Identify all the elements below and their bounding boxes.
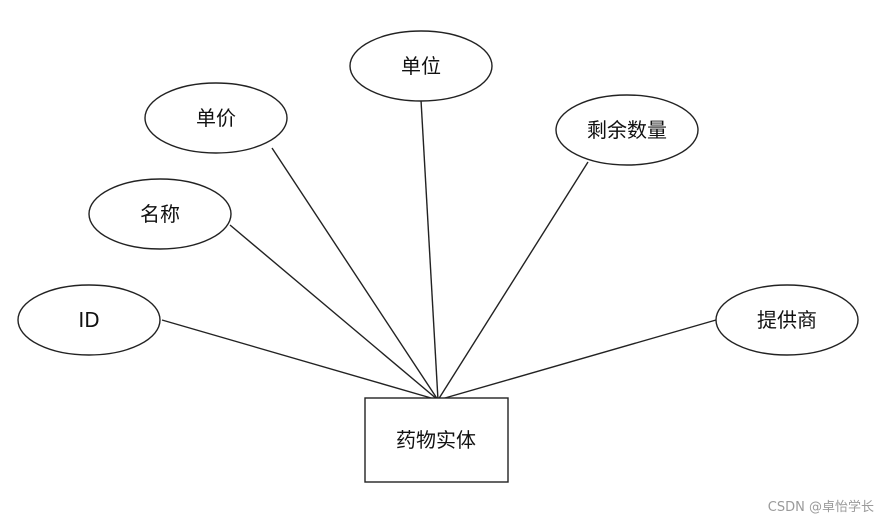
connector-id: [161, 319, 439, 401]
attribute-stock-ellipse: [555, 94, 699, 166]
attribute-name-ellipse: [88, 178, 232, 250]
attribute-id-label: ID: [78, 308, 99, 332]
attribute-name-label: 名称: [140, 202, 180, 226]
connector-unit: [420, 99, 439, 401]
connector-supplier: [437, 319, 717, 401]
connector-stock: [437, 161, 589, 401]
attribute-id-ellipse: [17, 284, 161, 356]
watermark: CSDN @卓怡学长: [768, 499, 874, 515]
attribute-supplier-label: 提供商: [757, 308, 817, 332]
attribute-price: 单价: [144, 82, 288, 154]
attribute-supplier: 提供商: [715, 284, 859, 356]
connector-name: [229, 224, 439, 401]
attribute-unit: 单位: [349, 30, 493, 102]
connector-price: [271, 147, 439, 401]
attribute-stock: 剩余数量: [555, 94, 699, 166]
entity-drug: 药物实体: [364, 397, 509, 483]
attribute-id: ID: [17, 284, 161, 356]
attribute-price-label: 单价: [196, 106, 236, 130]
entity-drug-box: [364, 397, 509, 483]
attribute-name: 名称: [88, 178, 232, 250]
attribute-unit-label: 单位: [401, 54, 441, 78]
attribute-stock-label: 剩余数量: [587, 118, 667, 142]
entity-drug-label: 药物实体: [396, 428, 476, 452]
attribute-supplier-ellipse: [715, 284, 859, 356]
attribute-price-ellipse: [144, 82, 288, 154]
attribute-unit-ellipse: [349, 30, 493, 102]
